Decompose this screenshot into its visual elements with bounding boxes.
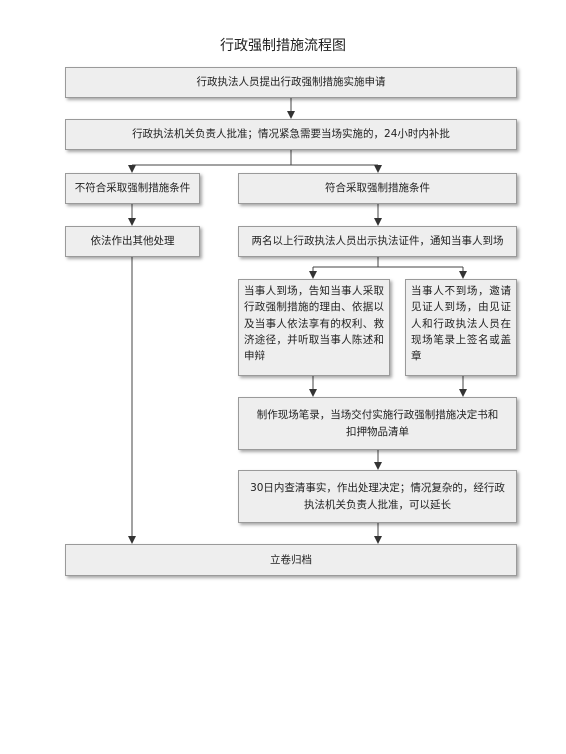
flowchart-title: 行政强制措施流程图 bbox=[220, 38, 346, 54]
split-approve-branches bbox=[132, 150, 378, 166]
node-other: 依法作出其他处理 bbox=[65, 226, 200, 257]
node-archive: 立卷归档 bbox=[65, 544, 517, 576]
node-absent: 当事人不到场，邀请见证人到场，由见证人和行政执法人员在现场笔录上签名或盖章 bbox=[405, 279, 517, 376]
node-notify: 两名以上行政执法人员出示执法证件，通知当事人到场 bbox=[238, 226, 517, 257]
node-decide: 30日内查清事实，作出处理决定；情况复杂的，经行政执法机关负责人批准，可以延长 bbox=[238, 470, 517, 523]
node-meet: 符合采取强制措施条件 bbox=[238, 173, 517, 204]
node-apply: 行政执法人员提出行政强制措施实施申请 bbox=[65, 67, 517, 98]
split-notify-branches bbox=[313, 257, 463, 268]
node-record: 制作现场笔录，当场交付实施行政强制措施决定书和扣押物品清单 bbox=[238, 397, 517, 450]
node-present: 当事人到场，告知当事人采取行政强制措施的理由、依据以及当事人依法享有的权利、救济… bbox=[238, 279, 390, 376]
node-not-meet: 不符合采取强制措施条件 bbox=[65, 173, 200, 204]
node-approve: 行政执法机关负责人批准；情况紧急需要当场实施的，24小时内补批 bbox=[65, 119, 517, 150]
